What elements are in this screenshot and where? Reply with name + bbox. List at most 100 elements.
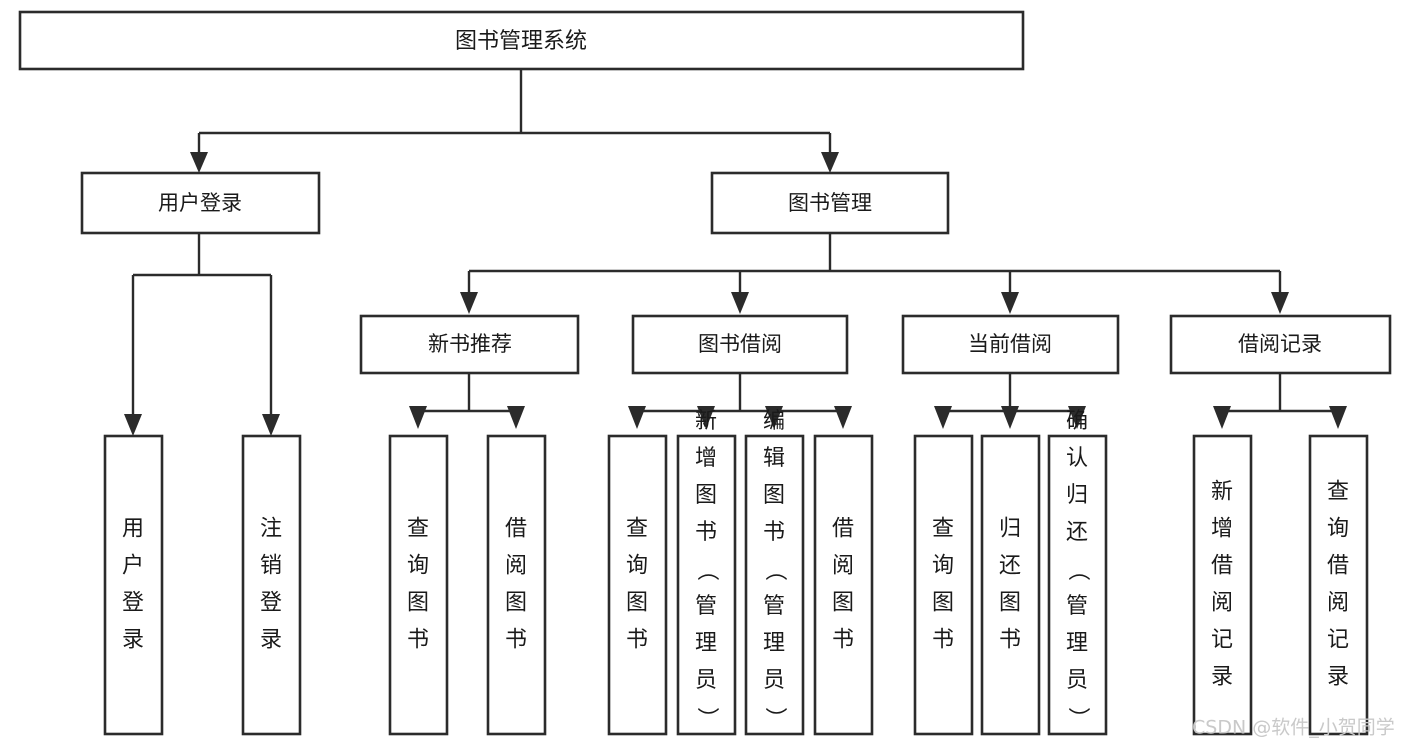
svg-text:书: 书 [626,628,648,653]
svg-text:查: 查 [1327,480,1349,505]
svg-text:书: 书 [695,520,717,545]
node-leaf-user-login-label: 用户登录 [122,517,144,653]
node-new-book-rec-label: 新书推荐 [428,332,512,356]
svg-text:管: 管 [695,594,717,619]
svg-text:还: 还 [1066,520,1088,545]
arrowhead-userlogin [190,152,208,173]
node-book-manage-box[interactable] [710,171,950,235]
svg-text:）: ） [694,707,719,729]
node-book-borrow-box[interactable] [631,314,849,375]
node-borrow-record-box[interactable] [1169,314,1392,375]
svg-text:新: 新 [1211,480,1233,505]
node-leaf-user-login-box[interactable] [103,434,164,736]
svg-text:图: 图 [407,591,429,616]
node-new-book-rec-box[interactable] [359,314,580,375]
svg-text:）: ） [1065,707,1090,729]
svg-text:借: 借 [1327,554,1349,579]
svg-text:理: 理 [1066,631,1088,656]
node-user-login-label: 用户登录 [158,191,242,215]
node-book-manage[interactable]: 图书管理 [710,171,950,235]
node-user-login[interactable]: 用户登录 [80,171,321,235]
svg-text:书: 书 [763,520,785,545]
node-leaf-logout-login-box[interactable] [241,434,302,736]
svg-text:辑: 辑 [763,446,785,471]
node-root-box[interactable] [18,10,1025,71]
node-root[interactable]: 图书管理系统 [18,10,1025,71]
node-leaf-query-book-3-box[interactable] [913,434,974,736]
node-root-label: 图书管理系统 [455,29,587,54]
arrowhead-leaf-logout-login [262,414,280,436]
svg-text:录: 录 [260,628,282,653]
svg-text:记: 记 [1327,628,1349,653]
svg-text:书: 书 [505,628,527,653]
node-user-login-box[interactable] [80,171,321,235]
svg-text:登: 登 [122,591,144,616]
node-borrow-record[interactable]: 借阅记录 [1169,314,1392,375]
svg-text:录: 录 [1211,665,1233,690]
node-leaf-query-record-box[interactable] [1308,434,1369,736]
node-leaf-borrow-book-2-box[interactable] [813,434,874,736]
node-leaf-confirm-return-box[interactable] [1047,434,1108,736]
svg-text:询: 询 [626,554,648,579]
node-leaf-return-book-box[interactable] [980,434,1041,736]
svg-text:借: 借 [832,517,854,542]
svg-text:管: 管 [1066,594,1088,619]
svg-text:录: 录 [1327,665,1349,690]
arrowhead-leaf-query-book-3 [934,406,952,429]
svg-text:图: 图 [626,591,648,616]
svg-text:登: 登 [260,591,282,616]
arrowhead-bookmanage [821,152,839,173]
svg-text:阅: 阅 [505,554,527,579]
node-leaf-edit-book-box[interactable] [744,434,805,736]
node-leaf-add-record-box[interactable] [1192,434,1253,736]
svg-text:借: 借 [505,517,527,542]
arrowhead-newbookrec [460,292,478,314]
node-leaf-add-book-box[interactable] [676,434,737,736]
arrowhead-borrowrecord [1271,292,1289,314]
svg-text:查: 查 [932,517,954,542]
svg-text:询: 询 [1327,517,1349,542]
svg-text:增: 增 [695,446,717,471]
arrowhead-leaf-borrow-book-1 [507,406,525,429]
svg-text:查: 查 [626,517,648,542]
node-leaf-user-login[interactable]: 用户登录 [103,434,164,736]
node-book-borrow[interactable]: 图书借阅 [631,314,849,375]
node-current-borrow-box[interactable] [901,314,1120,375]
arrowhead-bookborrow [731,292,749,314]
svg-text:图: 图 [832,591,854,616]
svg-text:询: 询 [407,554,429,579]
arrowhead-leaf-confirm-return [1068,406,1086,429]
svg-text:归: 归 [999,517,1021,542]
node-new-book-rec[interactable]: 新书推荐 [359,314,580,375]
svg-text:书: 书 [832,628,854,653]
node-leaf-query-book-2-box[interactable] [607,434,668,736]
arrowhead-leaf-query-book-1 [409,406,427,429]
node-current-borrow[interactable]: 当前借阅 [901,314,1120,375]
svg-text:员: 员 [763,668,785,693]
arrowhead-currentborrow [1001,292,1019,314]
arrowhead-leaf-return-book [1001,406,1019,429]
svg-text:认: 认 [1066,446,1088,471]
node-leaf-borrow-book-1-box[interactable] [486,434,547,736]
node-leaf-query-book-1-box[interactable] [388,434,449,736]
svg-text:员: 员 [695,668,717,693]
svg-text:）: ） [762,707,787,729]
